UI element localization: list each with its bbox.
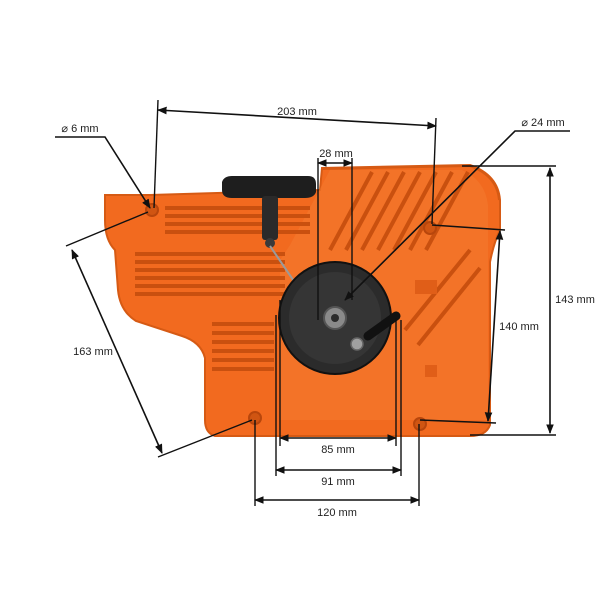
dim-hole-spacing-vertical: 140 mm xyxy=(419,224,539,424)
dim-overall-width: 203 mm xyxy=(153,99,437,225)
pull-handle xyxy=(222,176,316,291)
handle-grommet xyxy=(265,238,275,248)
mounting-hole-top-right xyxy=(423,221,437,235)
dim-pulley-width: 91 mm xyxy=(275,315,402,488)
label-overall-width: 203 mm xyxy=(277,106,317,118)
dimension-annotations: 203 mm ⌀ 6 mm ⌀ 24 mm 28 mm 143 mm xyxy=(55,99,595,519)
lower-grille xyxy=(212,322,274,371)
pulley-pawl xyxy=(363,311,401,341)
label-hub-width: 28 mm xyxy=(319,148,353,160)
label-hole-diameter: ⌀ 6 mm xyxy=(61,123,98,135)
upper-left-grille xyxy=(165,206,310,234)
handle-stem xyxy=(262,196,278,240)
right-rib xyxy=(415,280,437,294)
dim-hole-spacing-horizontal: 120 mm xyxy=(254,420,420,519)
pulley-hub-bore xyxy=(331,314,339,322)
label-hole-spacing-vertical: 140 mm xyxy=(499,321,539,333)
mounting-hole-bottom-right xyxy=(413,417,427,431)
dim-overall-height: 143 mm xyxy=(462,165,595,436)
middle-grille xyxy=(135,252,285,296)
recoil-pulley xyxy=(278,261,401,375)
diagonal-grille xyxy=(328,171,482,347)
dim-hole-spacing-diagonal: 163 mm xyxy=(65,211,253,458)
label-hole-spacing-diagonal: 163 mm xyxy=(73,346,113,358)
label-overall-height: 143 mm xyxy=(555,294,595,306)
dim-hub-diameter: ⌀ 24 mm xyxy=(344,117,570,301)
label-pulley-width: 91 mm xyxy=(321,476,355,488)
dim-hole-diameter: ⌀ 6 mm xyxy=(55,123,151,209)
handle-grip xyxy=(222,176,316,198)
right-rib-lower xyxy=(425,365,437,377)
housing-rim xyxy=(321,165,500,201)
label-hole-spacing-horizontal: 120 mm xyxy=(317,507,357,519)
pulley-bolt xyxy=(350,337,364,351)
dim-inner-width: 85 mm xyxy=(279,300,397,456)
label-inner-width: 85 mm xyxy=(321,444,355,456)
dim-hub-width: 28 mm xyxy=(317,148,353,320)
label-hub-diameter: ⌀ 24 mm xyxy=(521,117,564,129)
